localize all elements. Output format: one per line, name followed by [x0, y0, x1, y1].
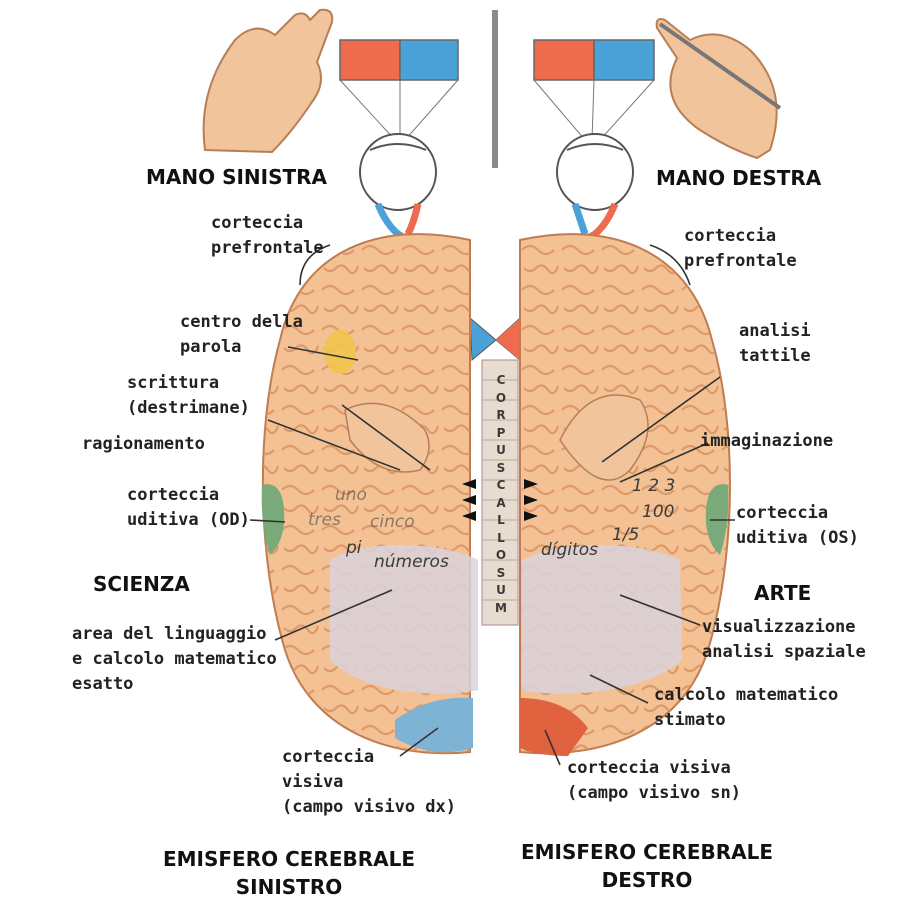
- science-label: SCIENZA: [93, 572, 190, 596]
- center-divider: [492, 10, 498, 168]
- corpus-callosum: [481, 359, 519, 626]
- label-line: corteccia: [127, 485, 220, 505]
- label-line: analisi: [739, 321, 811, 341]
- right-hemisphere-label: EMISFERO CEREBRALE DESTRO: [513, 838, 781, 894]
- label-line: uditiva (OS): [736, 528, 859, 548]
- brain-word-tres: tres: [308, 510, 341, 530]
- brain-word-fraction: 1/5: [612, 525, 640, 545]
- label-line: corteccia: [684, 226, 777, 246]
- cc-letter: R: [496, 408, 506, 422]
- spatial-label: visualizzazione analisi spaziale: [702, 615, 866, 665]
- label-line: centro della: [180, 312, 303, 332]
- corpus-callosum-label: C O R P U S C A L L O S U M: [488, 372, 514, 617]
- label-line: DESTRO: [601, 868, 693, 892]
- label-line: SINISTRO: [235, 875, 343, 899]
- right-hand-label: MANO DESTRA: [656, 166, 822, 190]
- speech-center-label: centro della parola: [180, 310, 303, 360]
- right-auditory-label: corteccia uditiva (OS): [736, 501, 859, 551]
- cc-letter: O: [495, 548, 507, 562]
- right-visual-label: corteccia visiva (campo visivo sn): [567, 756, 741, 806]
- right-hand-icon: [655, 18, 782, 160]
- left-visual-label: corteccia visiva (campo visivo dx): [282, 745, 456, 820]
- left-hand-label: MANO SINISTRA: [146, 165, 328, 189]
- label-line: prefrontale: [211, 238, 324, 258]
- cc-letter: O: [495, 390, 507, 405]
- label-line: tattile: [739, 346, 811, 366]
- left-visual-cortex: [395, 697, 473, 753]
- label-line: scrittura: [127, 373, 220, 393]
- brain-word-123: 1 2 3: [632, 476, 676, 496]
- cc-letter: S: [496, 460, 506, 475]
- label-line: uditiva (OD): [127, 510, 250, 530]
- cc-letter: C: [496, 373, 506, 387]
- estimated-math-label: calcolo matematico stimato: [654, 683, 838, 733]
- art-label: ARTE: [754, 581, 812, 605]
- label-line: visiva: [282, 772, 344, 792]
- speech-center-area: [324, 330, 356, 374]
- label-line: EMISFERO CEREBRALE: [520, 840, 774, 864]
- left-language-area: [330, 545, 478, 694]
- label-line: esatto: [72, 674, 134, 694]
- cc-letter: L: [497, 513, 505, 527]
- label-line: parola: [180, 337, 242, 357]
- language-math-label: area del linguaggio e calcolo matematico…: [72, 622, 277, 697]
- cc-letter: U: [496, 443, 506, 457]
- label-line: corteccia: [736, 503, 829, 523]
- label-line: corteccia visiva: [567, 758, 731, 778]
- cc-letter: A: [496, 495, 506, 510]
- right-eye: [556, 133, 634, 244]
- cc-letter: M: [495, 600, 507, 615]
- left-hemisphere-label: EMISFERO CEREBRALE SINISTRO: [155, 845, 423, 901]
- label-line: corteccia: [211, 213, 304, 233]
- left-hand-icon: [202, 8, 334, 154]
- left-auditory-cortex: [261, 484, 285, 555]
- brain-word-cinco: cinco: [370, 512, 415, 532]
- left-prefrontal-label: corteccia prefrontale: [211, 211, 324, 261]
- label-line: (campo visivo dx): [282, 797, 456, 817]
- cc-letter: C: [496, 478, 506, 492]
- label-line: e calcolo matematico: [72, 649, 277, 669]
- label-line: (destrimane): [127, 398, 250, 418]
- label-line: (campo visivo sn): [567, 783, 741, 803]
- left-eye: [359, 133, 437, 244]
- label-line: visualizzazione: [702, 617, 856, 637]
- brain-word-digitos: dígitos: [541, 540, 598, 560]
- label-line: stimato: [654, 710, 726, 730]
- right-language-area: [522, 545, 682, 694]
- left-auditory-label: corteccia uditiva (OD): [127, 483, 250, 533]
- cc-letter: U: [496, 583, 506, 597]
- optic-chiasm: [469, 316, 521, 362]
- cc-letter: P: [496, 425, 506, 440]
- reasoning-label: ragionamento: [82, 434, 205, 454]
- transfer-arrows: [462, 479, 538, 521]
- left-stimulus-card: [339, 39, 459, 81]
- tactile-label: analisi tattile: [739, 319, 811, 369]
- label-line: prefrontale: [684, 251, 797, 271]
- label-line: area del linguaggio: [72, 624, 267, 644]
- label-line: calcolo matematico: [654, 685, 839, 705]
- right-visual-cortex: [520, 698, 588, 756]
- leader-lines: [249, 244, 735, 766]
- label-line: EMISFERO CEREBRALE: [162, 847, 416, 871]
- imagination-label: immaginazione: [700, 431, 834, 451]
- brain-word-pi: pi: [346, 538, 362, 558]
- right-prefrontal-label: corteccia prefrontale: [684, 224, 797, 274]
- label-line: analisi spaziale: [702, 642, 866, 662]
- brain-word-100: 100: [642, 502, 675, 522]
- brain-word-uno: uno: [335, 485, 367, 505]
- cc-letter: S: [496, 565, 506, 580]
- cc-letter: L: [497, 530, 505, 545]
- right-stimulus-card: [533, 39, 655, 81]
- label-line: corteccia: [282, 747, 375, 767]
- touching-hand-icon: [559, 394, 649, 481]
- writing-label: scrittura (destrimane): [127, 371, 250, 421]
- brain-word-numeros: números: [374, 552, 449, 572]
